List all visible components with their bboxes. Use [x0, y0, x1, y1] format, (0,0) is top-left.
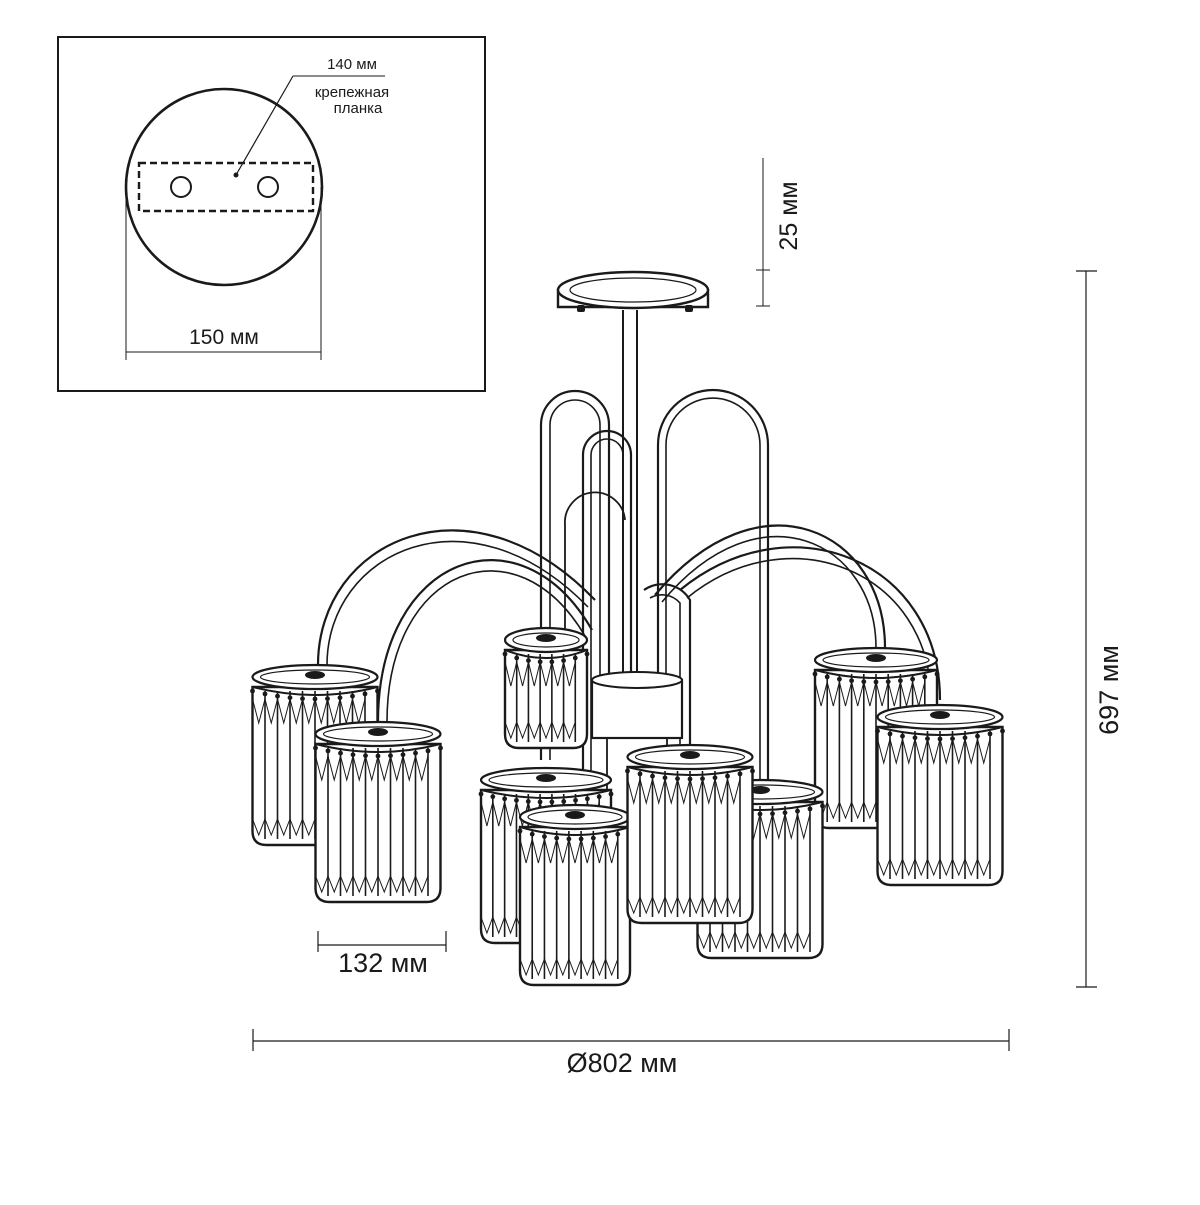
- chandelier: [250, 270, 1005, 987]
- shade-width-text: 132 мм: [338, 948, 428, 978]
- total-height-text: 697 мм: [1094, 645, 1124, 735]
- canopy-circle: [124, 87, 324, 287]
- diameter-text: Ø802 мм: [567, 1048, 678, 1078]
- mounting-hole-right: [257, 176, 279, 198]
- lamp-shade: [502, 626, 590, 750]
- lamp-shades: [250, 626, 1005, 987]
- inset-panel: 140 мм крепежная планка 150 мм: [57, 36, 486, 392]
- plate-label-line2: планка: [334, 100, 383, 117]
- central-hub: [590, 671, 684, 800]
- curved-arms: [316, 524, 942, 760]
- mounting-plate-dashed: [137, 161, 315, 213]
- lamp-shade: [517, 803, 633, 987]
- ceiling-canopy: [556, 270, 710, 312]
- lamp-shade: [313, 720, 443, 904]
- lamp-shade: [875, 703, 1005, 887]
- mounting-hole-left: [170, 176, 192, 198]
- plate-leader-line: [235, 75, 294, 176]
- inset-frame: [57, 36, 486, 392]
- canopy-diameter-text: 150 мм: [189, 326, 259, 349]
- plate-width-text: 140 мм: [327, 56, 377, 73]
- lamp-shade: [625, 743, 755, 925]
- plate-label-line1: крепежная: [315, 84, 389, 101]
- canopy-height-text: 25 мм: [775, 181, 803, 250]
- u-rods: [539, 388, 770, 815]
- main-dimensions: 25 мм 697 мм 132 мм Ø802 мм: [252, 158, 1124, 1078]
